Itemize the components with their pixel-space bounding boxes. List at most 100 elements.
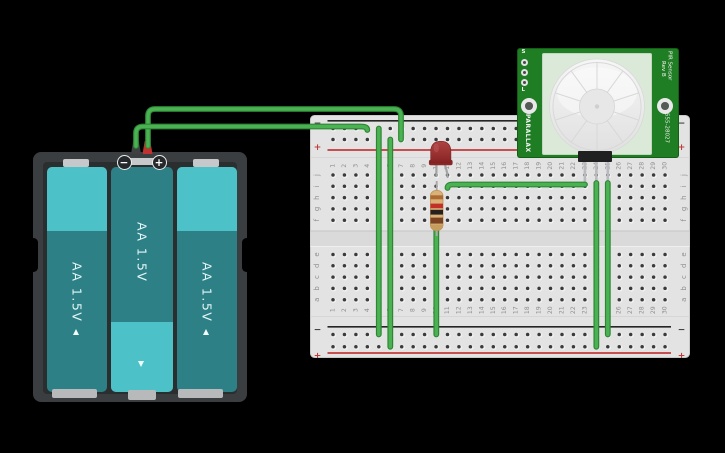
svg-text:c: c [680,275,688,279]
red-led[interactable] [428,140,453,179]
resistor[interactable] [429,181,444,236]
svg-text:f: f [313,218,321,221]
wire-pir-out-to-led[interactable] [444,181,588,191]
battery-cell-1-cap [47,167,107,231]
svg-text:9: 9 [421,164,428,168]
svg-text:12: 12 [455,306,462,314]
svg-text:11: 11 [444,162,451,170]
svg-text:19: 19 [536,162,543,170]
battery-clip [128,158,157,165]
svg-text:g: g [680,207,688,211]
battery-pack-3xAA[interactable]: AA 1.5V AA 1.5V AA 1.5V − + [29,141,251,402]
pir-jumper-pin[interactable] [520,68,528,76]
svg-text:21: 21 [559,162,566,170]
battery-clip [63,158,89,167]
svg-text:20: 20 [547,162,554,170]
svg-text:c: c [313,275,321,279]
svg-text:−: − [678,325,686,335]
svg-text:15: 15 [490,162,497,170]
svg-text:23: 23 [581,306,588,314]
svg-text:g: g [313,207,321,211]
battery-arrow-icon [203,329,209,335]
svg-text:3: 3 [352,308,359,312]
pir-title-label: PIR Sensor [666,51,673,81]
svg-text:17: 17 [513,306,520,314]
svg-text:7: 7 [398,308,405,312]
pir-dome-lens [549,58,645,155]
battery-pack-notch-right [242,238,251,272]
svg-text:8: 8 [410,164,417,168]
svg-text:22: 22 [570,162,577,170]
svg-text:e: e [313,252,321,256]
pir-connector-block [578,151,612,162]
svg-text:1: 1 [330,308,337,312]
svg-text:21: 21 [559,306,566,314]
led-body [430,140,452,164]
svg-text:26: 26 [616,162,623,170]
svg-text:i: i [313,185,321,187]
battery-clip [178,389,223,398]
svg-text:b: b [680,286,688,291]
svg-text:19: 19 [536,306,543,314]
wire-battery-negative-to-minus-rail[interactable] [133,123,371,149]
svg-text:18: 18 [524,306,531,314]
svg-text:i: i [680,185,688,187]
svg-text:d: d [313,264,321,268]
svg-text:e: e [680,252,688,256]
terminal-minus[interactable]: − [116,155,132,170]
svg-text:14: 14 [478,306,485,314]
svg-text:13: 13 [467,162,474,170]
svg-text:16: 16 [501,162,508,170]
battery-cell-1[interactable]: AA 1.5V [47,167,107,392]
wires [133,106,611,350]
svg-text:14: 14 [478,162,485,170]
battery-pack-notch-left [29,238,38,272]
svg-text:22: 22 [570,306,577,314]
wire-battery-positive-to-plus-rail[interactable] [145,106,404,149]
svg-text:d: d [680,264,688,268]
svg-text:29: 29 [650,162,657,170]
led-highlight [433,143,439,153]
svg-text:4: 4 [364,308,371,312]
svg-text:9: 9 [421,308,428,312]
pir-jumper-label-l: L [521,86,526,93]
battery-cell-3-cap [177,167,237,231]
terminal-plus[interactable]: + [151,155,167,170]
svg-text:29: 29 [650,306,657,314]
resistor-bands [430,195,443,231]
svg-text:f: f [680,218,688,221]
svg-text:h: h [313,195,321,199]
battery-cell-2-cap [111,322,173,392]
battery-cell-2-label: AA 1.5V [134,222,150,283]
pir-sensor[interactable]: S L PARALLAX PIR Sensor Rev B 555-28027 [517,48,679,162]
battery-cell-1-label: AA 1.5V [69,262,85,323]
pir-jumper-pin[interactable] [520,58,528,66]
battery-clip [193,158,219,167]
svg-text:28: 28 [639,306,646,314]
svg-text:3: 3 [352,164,359,168]
svg-text:1: 1 [330,164,337,168]
pir-lens-base [542,53,652,155]
svg-text:2: 2 [341,164,348,168]
pir-jumper-pin[interactable] [520,78,528,86]
svg-text:16: 16 [501,306,508,314]
svg-text:j: j [313,174,321,177]
svg-text:2: 2 [341,308,348,312]
svg-text:30: 30 [662,162,669,170]
pir-mount-hole-right [657,98,673,114]
battery-cell-3[interactable]: AA 1.5V [177,167,237,392]
svg-text:12: 12 [455,162,462,170]
svg-text:+: + [678,351,686,358]
battery-cell-3-label: AA 1.5V [199,262,215,323]
pir-part-number: 555-28027 [663,113,670,143]
svg-text:13: 13 [467,306,474,314]
battery-cell-2[interactable]: AA 1.5V [111,167,173,392]
svg-text:15: 15 [490,306,497,314]
svg-text:28: 28 [639,162,646,170]
svg-text:+: + [314,351,322,358]
battery-arrow-icon [73,329,79,335]
svg-text:8: 8 [410,308,417,312]
svg-text:h: h [680,195,688,199]
